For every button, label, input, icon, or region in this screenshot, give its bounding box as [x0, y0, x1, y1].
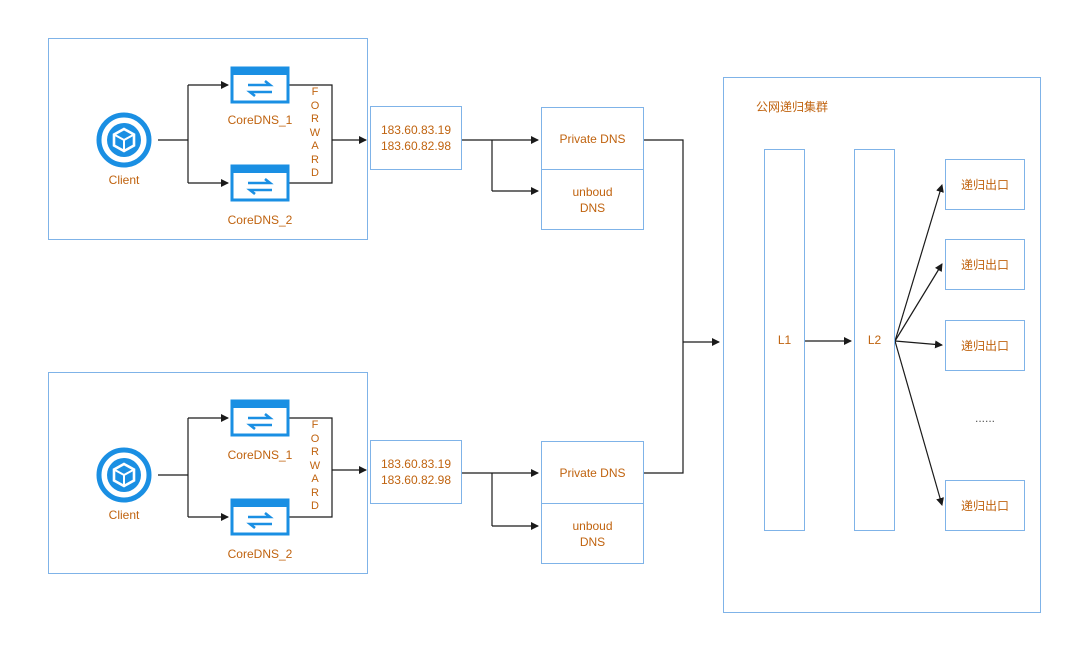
forward-letter: D: [311, 167, 319, 179]
coredns-2-label: CoreDNS_2: [227, 547, 293, 561]
coredns-1-label: CoreDNS_1: [227, 448, 293, 462]
forward-label: F O R W A R D: [309, 86, 321, 181]
coredns-swap-icon: [230, 399, 290, 437]
recursive-exit-box: 递归出口: [945, 480, 1025, 531]
private-dns-box: Private DNS: [541, 441, 644, 504]
client-label: Client: [108, 508, 140, 522]
forward-letter: D: [311, 500, 319, 512]
ip-address: 183.60.83.19: [380, 457, 452, 471]
unbound-dns-label: unboud DNS: [572, 518, 613, 549]
coredns-1-label: CoreDNS_1: [227, 113, 293, 127]
unbound-dns-box: unboud DNS: [541, 169, 644, 230]
l1-label: L1: [777, 333, 792, 347]
coredns-swap-icon: [230, 66, 290, 104]
coredns-2-label: CoreDNS_2: [227, 213, 293, 227]
coredns-swap-icon: [230, 498, 290, 536]
ip-box: 183.60.83.19 183.60.82.98: [370, 440, 462, 504]
recursive-exit-box: 递归出口: [945, 320, 1025, 371]
cluster-1-frame: [48, 38, 368, 240]
client-cube-icon: [96, 447, 152, 503]
recursive-exit-label: 递归出口: [960, 338, 1009, 353]
unbound-dns-box: unboud DNS: [541, 503, 644, 564]
recursive-cluster-frame: [723, 77, 1041, 613]
l2-label: L2: [867, 333, 882, 347]
ip-address: 183.60.83.19: [380, 123, 452, 137]
client-cube-icon: [96, 112, 152, 168]
client-label: Client: [108, 173, 140, 187]
forward-letter: O: [310, 99, 320, 112]
private-dns-label: Private DNS: [559, 131, 626, 146]
forward-letter: W: [309, 126, 321, 139]
forward-letter: R: [311, 446, 319, 458]
l1-box: L1: [764, 149, 805, 531]
forward-letter: R: [311, 486, 319, 499]
forward-letter: W: [309, 459, 321, 472]
forward-letter: R: [311, 153, 319, 166]
ip-address: 183.60.82.98: [380, 139, 452, 153]
private-dns-box: Private DNS: [541, 107, 644, 170]
forward-letter: F: [311, 86, 319, 98]
forward-letter: F: [311, 419, 319, 431]
forward-letter: R: [311, 113, 319, 125]
cluster-2-frame: [48, 372, 368, 574]
recursive-exit-label: 递归出口: [960, 177, 1009, 192]
forward-letter: A: [311, 140, 319, 152]
ellipsis: ......: [974, 411, 995, 425]
forward-letter: O: [310, 432, 320, 445]
recursive-exit-box: 递归出口: [945, 159, 1025, 210]
forward-label: F O R W A R D: [309, 419, 321, 514]
recursive-exit-box: 递归出口: [945, 239, 1025, 290]
ip-box: 183.60.83.19 183.60.82.98: [370, 106, 462, 170]
coredns-swap-icon: [230, 164, 290, 202]
private-dns-label: Private DNS: [559, 465, 626, 480]
unbound-dns-label: unboud DNS: [572, 184, 613, 215]
ip-address: 183.60.82.98: [380, 473, 452, 487]
l2-box: L2: [854, 149, 895, 531]
forward-letter: A: [311, 473, 319, 485]
recursive-exit-label: 递归出口: [960, 498, 1009, 513]
recursive-exit-label: 递归出口: [960, 257, 1009, 272]
recursive-cluster-title: 公网递归集群: [756, 100, 829, 114]
